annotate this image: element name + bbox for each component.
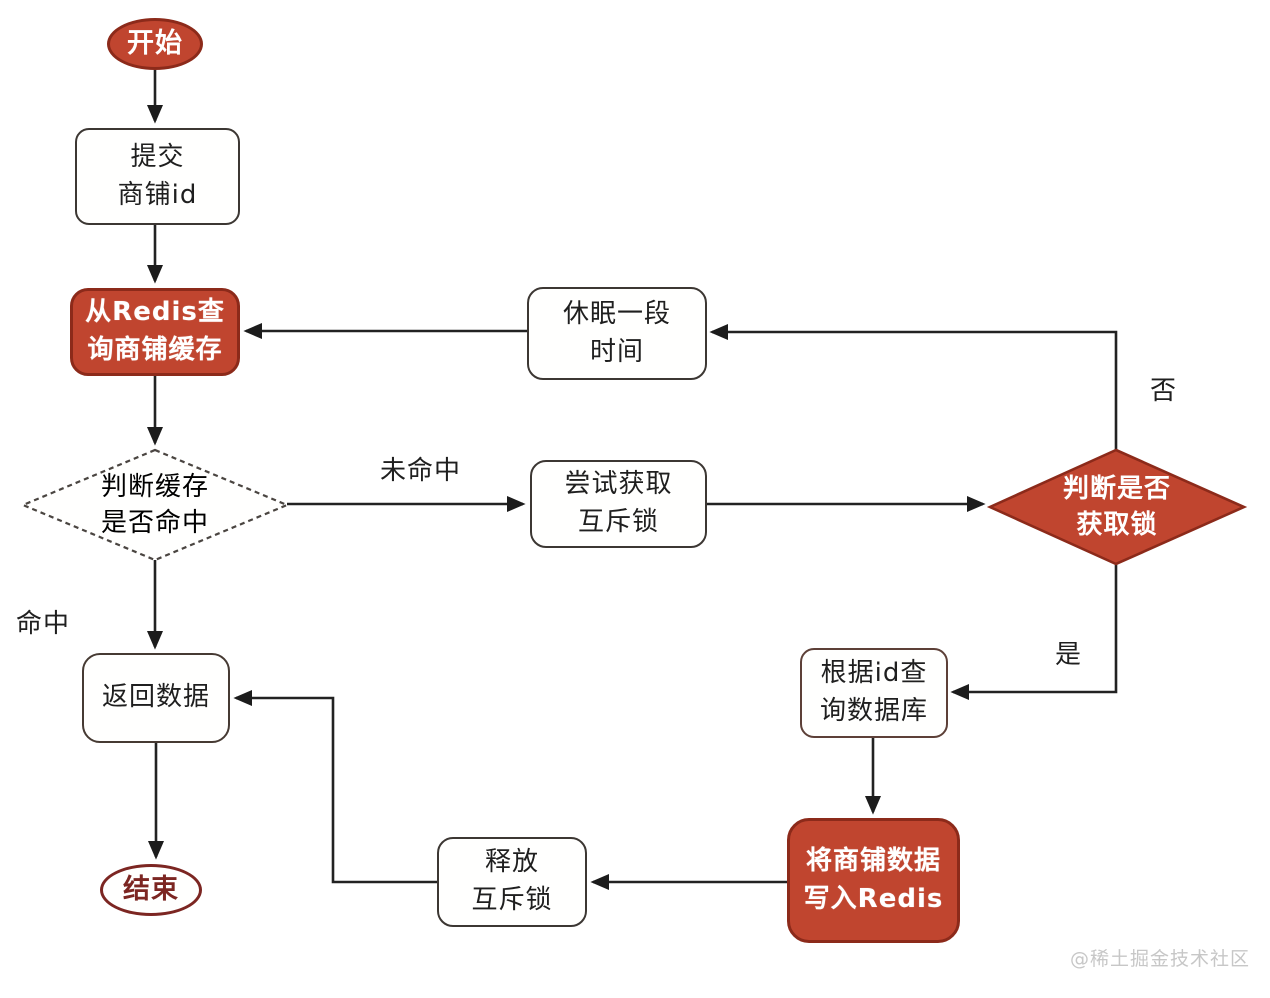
watermark-text: @稀土掘金技术社区 [1069, 948, 1250, 970]
edge-release-mutex-to-return-data [233, 689, 437, 884]
edge-label-miss: 未命中 [380, 456, 462, 486]
cache-hit-decision-diamond [20, 448, 290, 562]
end-node-label: 结束 [123, 874, 179, 906]
cache-hit-decision-label: 判断缓存 是否命中 [100, 471, 209, 538]
edge-label-hit: 命中 [16, 609, 71, 639]
edge-label-no: 否 [1150, 376, 1178, 406]
return-data-node: 返回数据 [82, 653, 230, 743]
write-redis-node: 将商铺数据 写入Redis [787, 818, 960, 943]
lock-acquired-decision-diamond [986, 448, 1248, 566]
query-db-node: 根据id查 询数据库 [800, 648, 948, 738]
start-node-label: 开始 [127, 28, 183, 60]
start-node: 开始 [107, 18, 203, 70]
edge-label-yes: 是 [1055, 640, 1083, 670]
lock-acquired-decision-label: 判断是否 获取锁 [1062, 473, 1171, 540]
end-node: 结束 [100, 864, 202, 916]
sleep-node: 休眠一段 时间 [527, 287, 707, 380]
edge-lock-decision-yes-to-query-db [950, 564, 1118, 701]
try-mutex-node: 尝试获取 互斥锁 [530, 460, 707, 548]
submit-shop-id-node: 提交 商铺id [75, 128, 240, 225]
edge-lock-decision-no-to-sleep [709, 323, 1118, 450]
release-mutex-node: 释放 互斥锁 [437, 837, 587, 927]
query-redis-cache-node: 从Redis查 询商铺缓存 [70, 288, 240, 376]
